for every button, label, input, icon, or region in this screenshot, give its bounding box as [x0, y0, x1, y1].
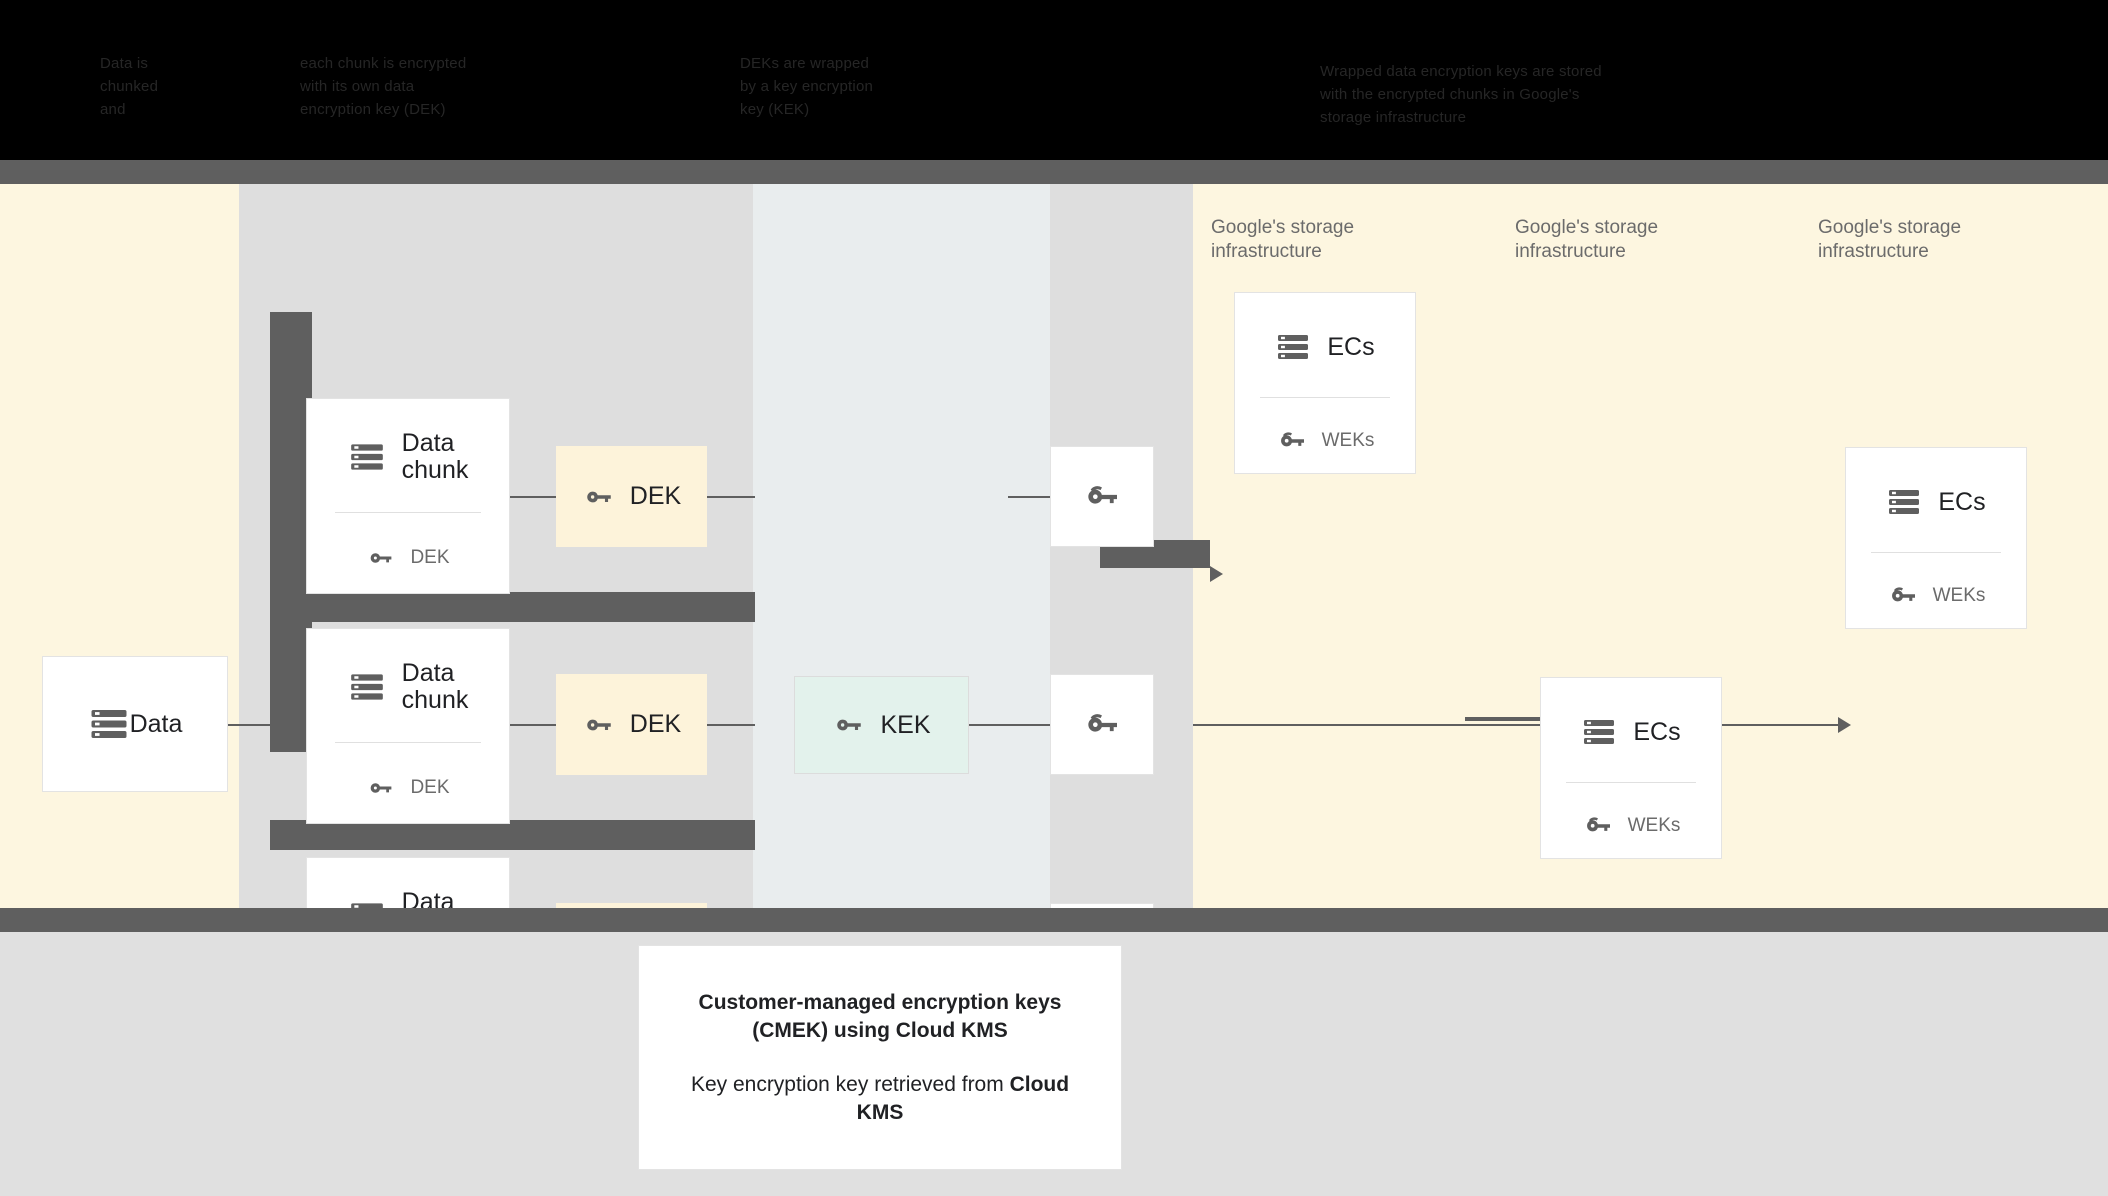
arrowhead-to-ecs2 [1838, 717, 1851, 733]
dek-label-2: DEK [629, 710, 682, 738]
storage-icon [1886, 484, 1922, 520]
encrypted-chunks-label-3: ECs [1633, 717, 1681, 746]
arrowhead-to-ecs1 [1210, 566, 1223, 582]
encrypted-chunks-card-2[interactable]: ECs WEKs [1845, 447, 2027, 629]
storage-icon [1275, 329, 1311, 365]
storage-label-3: Google's storage infrastructure [1818, 217, 1962, 262]
legend-column-3: DEKs are wrapped by a key encryption key… [740, 55, 874, 118]
key-icon [582, 708, 616, 742]
overlay-bar-arrow2 [1465, 717, 1585, 721]
connector-dek1-out [707, 496, 755, 498]
encrypted-chunks-key-label-3: WEKs [1627, 814, 1681, 836]
wek-card-2[interactable] [1050, 674, 1154, 775]
overlay-bar-vertical [270, 312, 312, 752]
caption-heading: Customer-managed encryption keys (CMEK) … [698, 990, 1062, 1042]
connector-kek-wek1 [1008, 496, 1056, 498]
caption-body-strong: Cloud KMS [856, 1072, 1070, 1124]
storage-label-1: Google's storage infrastructure [1211, 217, 1355, 262]
storage-icon [348, 668, 386, 706]
diagram-canvas: Data Data chunk [0, 184, 2108, 1053]
encrypted-chunks-label-2: ECs [1938, 487, 1986, 516]
storage-icon [1581, 714, 1617, 750]
storage-icon [348, 438, 386, 476]
dek-box-2[interactable]: DEK [556, 674, 707, 775]
overlay-bar-row1 [270, 592, 755, 622]
connector-chunk1-dek [508, 496, 556, 498]
connector-dek2-out [707, 724, 755, 726]
encrypted-chunks-label-1: ECs [1327, 332, 1375, 361]
connector-chunk2-dek [508, 724, 556, 726]
connector-data-to-chunks [228, 724, 288, 726]
data-chunk-label-2: Data chunk [401, 659, 469, 715]
encrypted-chunks-card-1[interactable]: ECs WEKs [1234, 292, 1416, 474]
data-card[interactable]: Data [42, 656, 228, 792]
wrapped-key-icon [1887, 580, 1919, 612]
data-chunk-label-1: Data chunk [401, 429, 469, 485]
storage-label-2: Google's storage infrastructure [1515, 217, 1659, 262]
key-icon [832, 708, 866, 742]
data-chunk-key-label-2: DEK [410, 777, 450, 799]
kek-label: KEK [880, 710, 931, 739]
caption-body-prefix: Key encryption key retrieved from [690, 1072, 1010, 1096]
card-divider [1260, 397, 1390, 399]
data-card-label: Data [129, 709, 183, 738]
dek-box-1[interactable]: DEK [556, 446, 707, 547]
wrapped-key-icon [1276, 425, 1308, 457]
encrypted-chunks-card-3[interactable]: ECs WEKs [1540, 677, 1722, 859]
legend-bottom-band [0, 160, 2108, 184]
legend-column-1: Data is chunked and [100, 55, 159, 118]
wrapped-key-icon [1582, 810, 1614, 842]
card-divider [335, 741, 481, 743]
connector-wek2-ecs2 [1193, 724, 1841, 726]
legend-column-4: Wrapped data encryption keys are stored … [1320, 63, 1602, 126]
data-chunk-card-2[interactable]: Data chunk DEK [306, 628, 510, 824]
connector-kek-wek2 [968, 724, 1056, 726]
encrypted-chunks-key-label-1: WEKs [1321, 429, 1375, 451]
caption-body: Key encryption key retrieved from Cloud … [665, 1071, 1095, 1127]
data-chunk-key-label-1: DEK [410, 547, 450, 569]
overlay-bar-row2 [270, 820, 755, 850]
encrypted-chunks-key-label-2: WEKs [1932, 584, 1986, 606]
card-divider [1566, 782, 1696, 784]
card-divider [1871, 552, 2001, 554]
dek-label-1: DEK [629, 482, 682, 510]
wrapped-key-icon [1082, 705, 1122, 745]
legend-strip: Data is chunked and each chunk is encryp… [0, 0, 2108, 160]
key-icon [366, 543, 396, 573]
wek-card-1[interactable] [1050, 446, 1154, 547]
caption-box: Customer-managed encryption keys (CMEK) … [638, 945, 1122, 1170]
card-divider [335, 511, 481, 513]
legend-column-2: each chunk is encrypted with its own dat… [300, 55, 467, 118]
data-chunk-card-1[interactable]: Data chunk DEK [306, 398, 510, 594]
storage-icon [88, 703, 130, 745]
kek-box[interactable]: KEK [794, 676, 969, 774]
wrapped-key-icon [1082, 477, 1122, 517]
key-icon [582, 480, 616, 514]
bottom-divider-band [0, 908, 2108, 932]
key-icon [366, 773, 396, 803]
